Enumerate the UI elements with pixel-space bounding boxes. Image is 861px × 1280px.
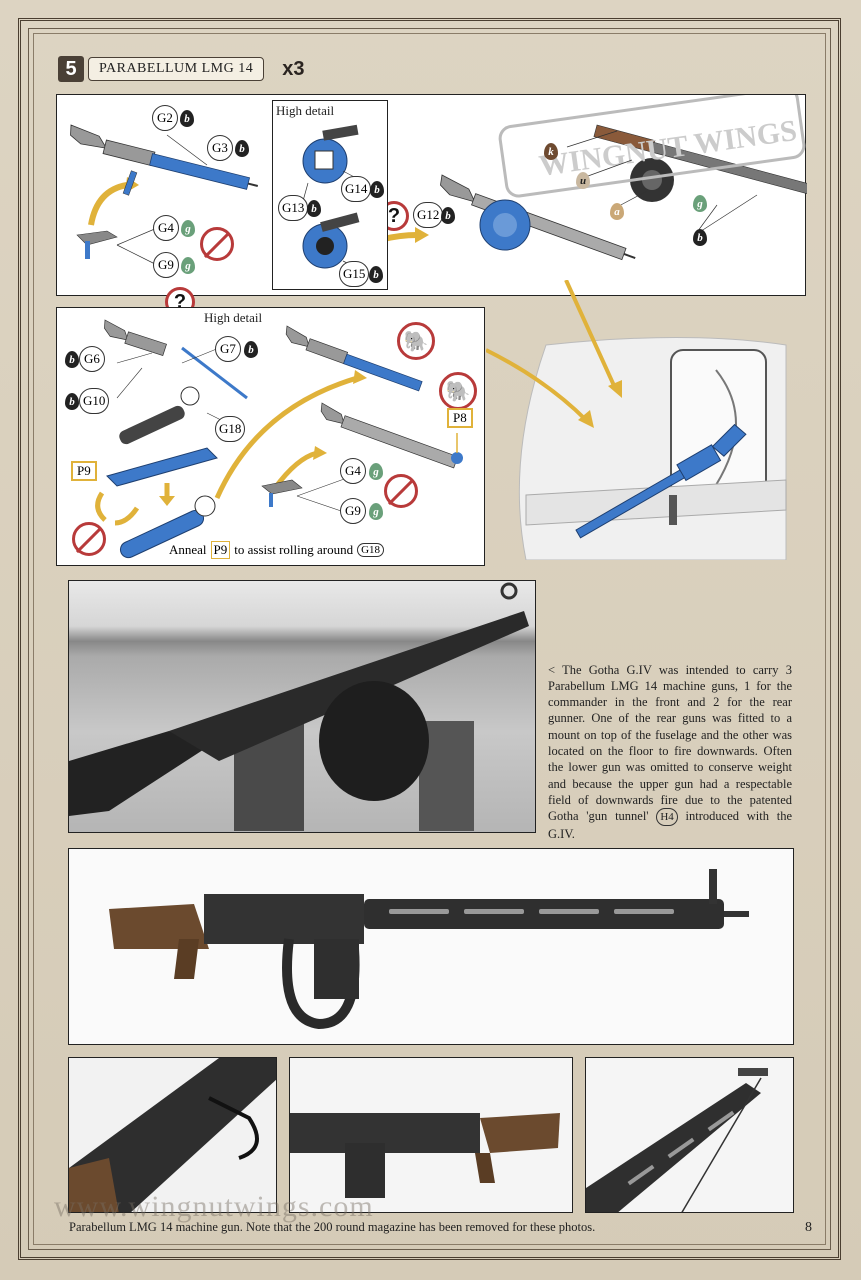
- part-tag-p9: P9: [71, 461, 97, 481]
- page-border-inner: [28, 28, 831, 1250]
- callout-g4: G4: [153, 215, 179, 241]
- paint-b-icon: b: [307, 200, 321, 217]
- paint-g-icon: g: [369, 503, 383, 520]
- gun-side-photo: [68, 848, 794, 1045]
- paint-k-icon: k: [544, 143, 558, 160]
- paint-b-icon: b: [180, 110, 194, 127]
- callout-g3: G3: [207, 135, 233, 161]
- magazine-detail-drawing: [302, 124, 360, 269]
- history-ref: H4: [656, 808, 678, 827]
- paint-u-icon: u: [576, 172, 590, 189]
- callout-g12: G12: [413, 202, 444, 228]
- step-title: PARABELLUM LMG 14: [88, 57, 265, 81]
- page-border: [18, 18, 841, 1260]
- no-elephant-icon: 🐘: [439, 372, 477, 410]
- callout-g9: G9: [340, 498, 366, 524]
- paint-g-icon: g: [369, 463, 383, 480]
- historical-gun-photo: [68, 580, 536, 833]
- step-header: 5 PARABELLUM LMG 14 x3: [58, 56, 304, 82]
- paint-b-icon: b: [370, 181, 384, 198]
- no-elephant-icon: 🐘: [397, 322, 435, 360]
- history-text: < The Gotha G.IV was intended to carry 3…: [548, 662, 792, 824]
- callout-g7: G7: [215, 336, 241, 362]
- paint-a-icon: a: [610, 203, 624, 220]
- high-detail-magazine-panel: High detail G13 b G14 b G15 b: [272, 100, 388, 290]
- page-border-inner2: [33, 33, 826, 1245]
- paint-b-icon: b: [65, 351, 79, 368]
- paint-g-icon: g: [693, 195, 707, 212]
- callout-g9: G9: [153, 252, 179, 278]
- assembly-panel-top: WINGNUT WINGS G2 b G3 b G4 g G9 g ? G12 …: [56, 94, 807, 296]
- callout-g4: G4: [340, 458, 366, 484]
- do-not-glue-icon: [200, 227, 234, 261]
- callout-g2: G2: [152, 105, 178, 131]
- paint-b-icon: b: [235, 140, 249, 157]
- anneal-note: Anneal P9 to assist rolling around G18: [169, 541, 385, 559]
- photo-caption: Parabellum LMG 14 machine gun. Note that…: [69, 1220, 596, 1234]
- gun-assembly-drawing-top: WINGNUT WINGS: [70, 95, 807, 266]
- callout-g10: G10: [79, 388, 110, 414]
- website-watermark: www.wingnutwings.com: [54, 1190, 374, 1223]
- paint-b-icon: b: [693, 229, 707, 246]
- anneal-target: G18: [357, 543, 385, 557]
- paint-b-icon: b: [65, 393, 79, 410]
- high-detail-label: High detail: [204, 310, 263, 325]
- assembly-panel-detail: High detail: [56, 307, 485, 566]
- callout-g18: G18: [215, 416, 246, 442]
- gun-closeup-photo-2: [289, 1057, 573, 1213]
- paint-b-icon: b: [244, 341, 258, 358]
- anneal-middle: to assist rolling around: [234, 542, 354, 557]
- part-tag-p8: P8: [447, 408, 473, 428]
- callout-g14: G14: [341, 176, 372, 202]
- gun-closeup-photo-3: [585, 1057, 794, 1213]
- do-not-glue-icon: [384, 474, 418, 508]
- gun-closeup-photo-1: [68, 1057, 277, 1213]
- fuselage-installation-illustration: [486, 280, 787, 560]
- high-detail-label: High detail: [276, 103, 335, 118]
- do-not-glue-icon: [72, 522, 106, 556]
- callout-g13: G13: [278, 195, 309, 221]
- callout-g6: G6: [79, 346, 105, 372]
- step-quantity: x3: [282, 57, 305, 80]
- anneal-prefix: Anneal: [169, 542, 207, 557]
- gun-detail-drawing: [95, 319, 463, 559]
- page-number: 8: [805, 1220, 812, 1235]
- paint-b-icon: b: [441, 207, 455, 224]
- history-text-end: introduced with the G.IV.: [548, 809, 793, 842]
- callout-g15: G15: [339, 261, 370, 287]
- paint-g-icon: g: [181, 257, 195, 274]
- anneal-part: P9: [210, 541, 231, 559]
- history-paragraph: < The Gotha G.IV was intended to carry 3…: [548, 662, 792, 843]
- step-number: 5: [58, 56, 84, 82]
- paint-g-icon: g: [181, 220, 195, 237]
- paint-b-icon: b: [369, 266, 383, 283]
